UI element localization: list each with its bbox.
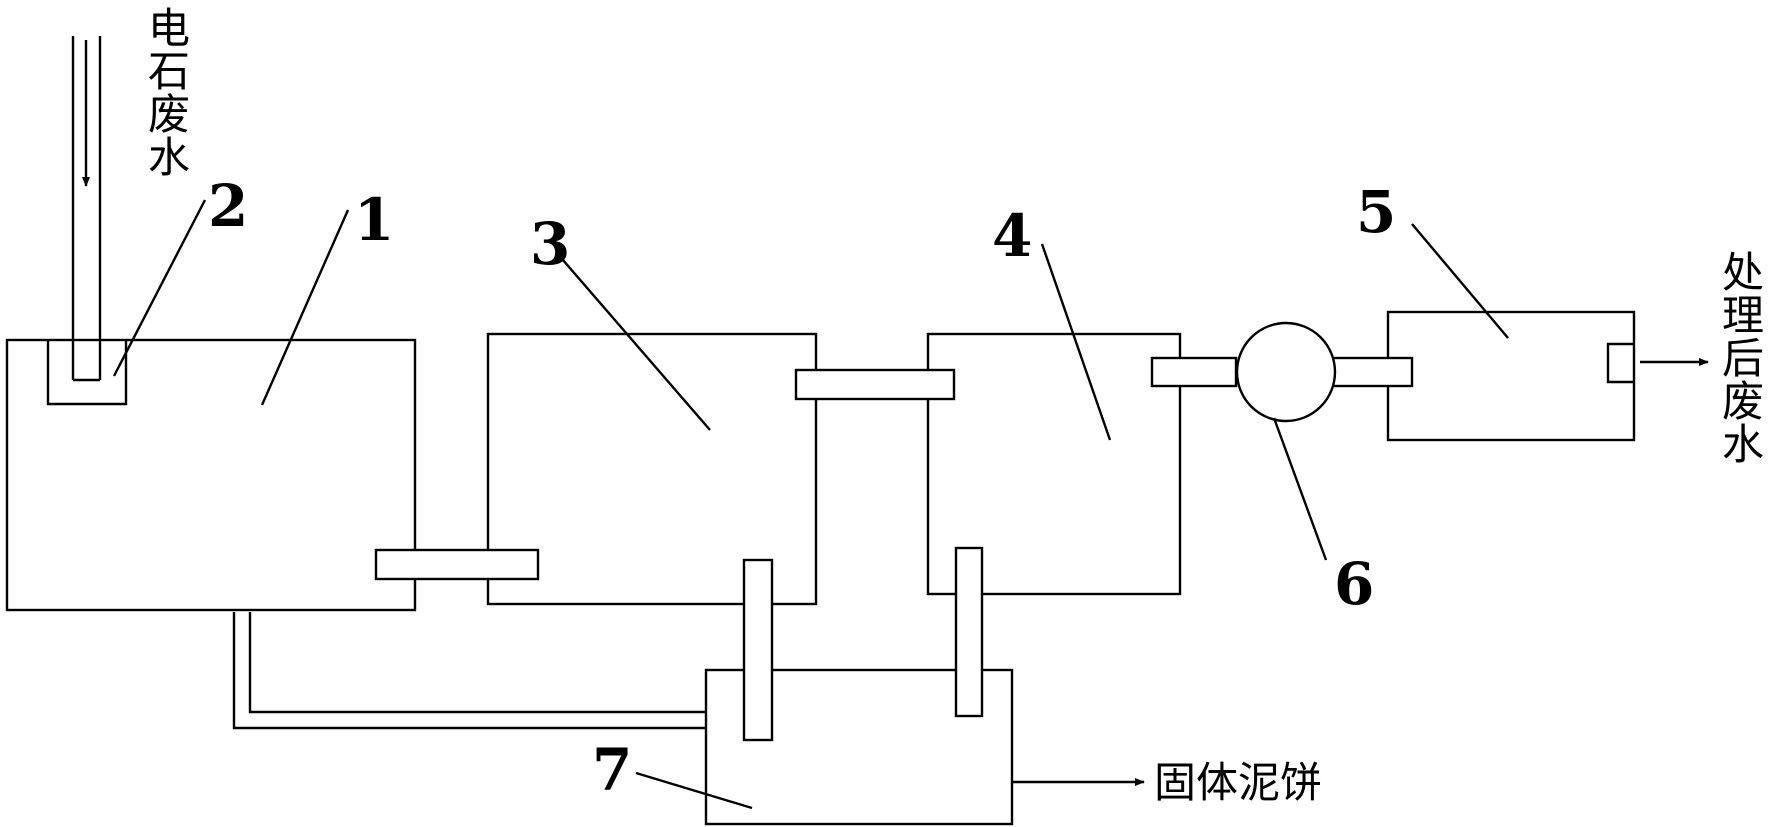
pipe-4-to-6 (1150, 356, 1238, 388)
label-2: 2 (208, 172, 248, 240)
label-6: 6 (1334, 550, 1374, 618)
leader-5 (1411, 223, 1509, 339)
inlet-label: 电石废水 (148, 4, 190, 182)
pipe-6-to-5 (1320, 356, 1414, 388)
pipe-4-to-7 (954, 546, 984, 718)
leader-3 (555, 251, 711, 431)
vertical-glyph: 水 (148, 133, 190, 182)
pipe-1-to-3 (374, 548, 540, 581)
leader-4 (1040, 243, 1112, 441)
leader-2 (112, 199, 207, 377)
tank-5 (1386, 310, 1636, 442)
inlet-cup-2 (46, 340, 128, 406)
vertical-glyph: 理 (1722, 291, 1764, 340)
label-7: 7 (592, 736, 632, 804)
tank-1 (5, 338, 417, 612)
vertical-glyph: 处 (1722, 248, 1764, 297)
vertical-glyph: 水 (1722, 420, 1764, 469)
vertical-glyph: 后 (1722, 334, 1764, 383)
outlet-label: 处理后废水 (1722, 248, 1764, 469)
leader-1 (260, 209, 350, 406)
label-3: 3 (530, 210, 570, 278)
label-5: 5 (1356, 178, 1396, 246)
inlet-pipe-end (71, 340, 102, 382)
leader-6 (1272, 417, 1328, 561)
vertical-glyph: 废 (1722, 377, 1764, 426)
leader-7 (635, 771, 753, 810)
vertical-glyph: 废 (148, 90, 190, 139)
vertical-glyph: 电 (148, 4, 190, 53)
pump-6 (1235, 321, 1337, 423)
pipe-1-to-7 (232, 612, 706, 730)
vertical-glyph: 石 (148, 47, 190, 96)
outlet-stub (1606, 342, 1634, 384)
pipe-3-to-4 (794, 368, 956, 401)
inlet-pipe (71, 36, 102, 382)
label-1: 1 (354, 186, 394, 254)
label-4: 4 (992, 202, 1032, 270)
sludge-label: 固体泥饼 (1154, 758, 1322, 807)
pipe-3-to-7 (742, 558, 774, 742)
